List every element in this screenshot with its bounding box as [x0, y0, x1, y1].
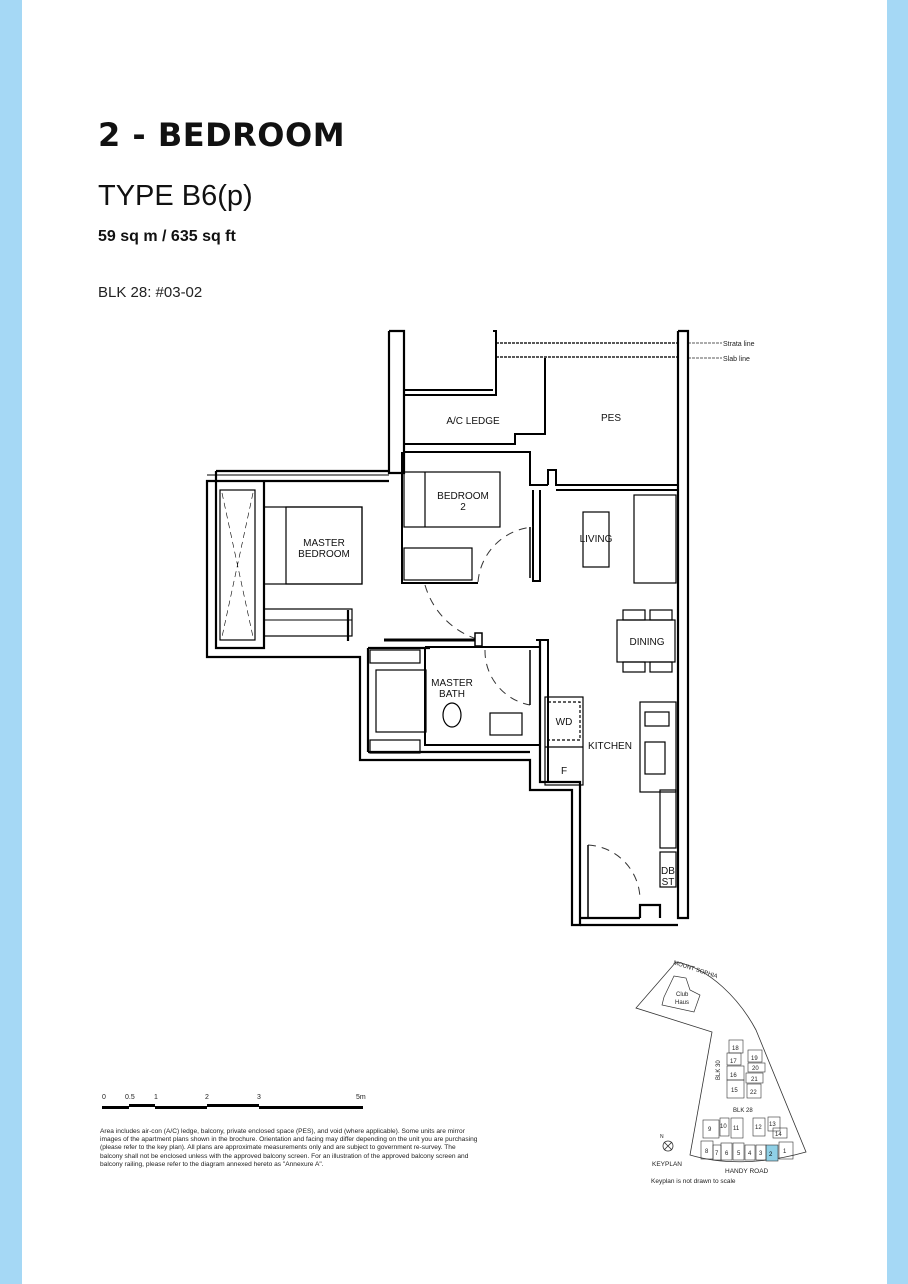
- unit-category-title: 2 - BEDROOM: [98, 116, 346, 154]
- keyplan: MOUNT SOPHIA Club Haus BLK 30 BLK 28 2 1…: [635, 960, 807, 1175]
- keyplan-unit-21: 21: [751, 1077, 758, 1083]
- scale-tick-0-5: 0.5: [125, 1094, 135, 1101]
- keyplan-unit-18: 18: [732, 1046, 739, 1052]
- label-bedroom2-num: 2: [460, 502, 466, 513]
- bath-window-lower: [369, 739, 421, 754]
- scale-tick-2: 2: [205, 1094, 209, 1101]
- label-bath: BATH: [439, 689, 465, 700]
- keyplan-unit-9: 9: [708, 1127, 712, 1133]
- strata-slab-lines: [496, 342, 722, 359]
- unit-number: BLK 28: #03-02: [98, 284, 203, 301]
- interior-walls: [207, 330, 678, 782]
- shower-area: [375, 669, 427, 733]
- master-planter: [219, 489, 256, 641]
- label-wd: WD: [556, 717, 573, 728]
- sofa: [633, 494, 677, 584]
- keyplan-unit-6: 6: [725, 1151, 729, 1157]
- label-bedroom2: BEDROOM: [437, 491, 489, 502]
- label-kitchen: KITCHEN: [588, 741, 632, 752]
- scale-tick-3: 3: [257, 1094, 261, 1101]
- keyplan-unit-19: 19: [751, 1056, 758, 1062]
- bath-window: [369, 649, 421, 664]
- label-master: MASTER: [303, 538, 345, 549]
- left-border-bar: [0, 0, 22, 1284]
- toilet: [442, 702, 462, 728]
- door-leaves: [474, 527, 589, 918]
- label-ac-ledge: A/C LEDGE: [446, 416, 500, 427]
- keyplan-unit-10: 10: [720, 1124, 727, 1130]
- room-labels: A/C LEDGE PES BEDROOM 2 MASTER BEDROOM L…: [298, 413, 675, 888]
- basin: [489, 712, 523, 736]
- scale-tick-0: 0: [102, 1094, 106, 1101]
- keyplan-unit-16: 16: [730, 1073, 737, 1079]
- unit-type-title: TYPE B6(p): [98, 180, 253, 212]
- kitchen-counter: [639, 701, 677, 793]
- north-arrow-icon: [662, 1140, 674, 1152]
- scale-tick-1: 1: [154, 1094, 158, 1101]
- label-dining: DINING: [630, 637, 665, 648]
- wd-fridge-cabinet: [544, 696, 584, 786]
- dining-table: [616, 619, 676, 663]
- bedroom2-wardrobe: [403, 547, 473, 581]
- unit-area: 59 sq m / 635 sq ft: [98, 228, 236, 245]
- db-st-cupboard: [659, 851, 677, 888]
- right-border-bar: [887, 0, 908, 1284]
- keyplan-unit-1: 1: [783, 1149, 787, 1155]
- disclaimer-text: Area includes air-con (A/C) ledge, balco…: [100, 1128, 478, 1168]
- keyplan-unit-13: 13: [769, 1122, 776, 1128]
- label-master-bath: MASTER: [431, 678, 473, 689]
- keyplan-unit-11: 11: [733, 1126, 740, 1132]
- keyplan-unit-15: 15: [731, 1088, 738, 1094]
- keyplan-unit-8: 8: [705, 1149, 709, 1155]
- label-pes: PES: [601, 413, 621, 424]
- club-label: Club: [676, 992, 689, 998]
- keyplan-unit-5: 5: [737, 1151, 741, 1157]
- blk28-label: BLK 28: [733, 1108, 753, 1114]
- slab-line-label: Slab line: [723, 356, 750, 363]
- keyplan-unit-22: 22: [750, 1090, 757, 1096]
- label-living: LIVING: [580, 534, 613, 545]
- highlighted-unit-label: 2: [769, 1152, 773, 1158]
- site-boundary: [635, 961, 807, 1163]
- label-fridge: F: [561, 766, 567, 777]
- scale-bar: 0 0.5 1 2 3 5m: [102, 1094, 366, 1109]
- kitchen-window-bay: [659, 789, 677, 849]
- club-haus-building: [661, 975, 701, 1013]
- coffee-table: [582, 511, 610, 568]
- keyplan-unit-17: 17: [730, 1059, 737, 1065]
- keyplan-unit-7: 7: [715, 1151, 719, 1157]
- keyplan-title: KEYPLAN: [652, 1161, 682, 1168]
- haus-label: Haus: [675, 1000, 689, 1006]
- keyplan-unit-4: 4: [748, 1151, 752, 1157]
- road-handy: HANDY ROAD: [725, 1168, 769, 1175]
- furniture: [219, 471, 677, 888]
- strata-line-label: Strata line: [723, 341, 755, 348]
- keyplan-unit-12: 12: [755, 1125, 762, 1131]
- keyplan-unit-20: 20: [752, 1066, 759, 1072]
- bedroom2-bed: [403, 471, 501, 528]
- north-label: N: [660, 1134, 664, 1140]
- door-swings: [424, 526, 641, 901]
- keyplan-unit-3: 3: [759, 1151, 763, 1157]
- blk30-label: BLK 30: [716, 1060, 722, 1080]
- label-st: ST: [662, 877, 675, 888]
- keyplan-note: Keyplan is not drawn to scale: [651, 1178, 736, 1185]
- label-db: DB: [661, 866, 675, 877]
- master-wardrobe: [263, 608, 353, 637]
- scale-tick-5: 5m: [356, 1094, 366, 1101]
- label-master-bedroom: BEDROOM: [298, 549, 350, 560]
- keyplan-unit-14: 14: [775, 1132, 782, 1138]
